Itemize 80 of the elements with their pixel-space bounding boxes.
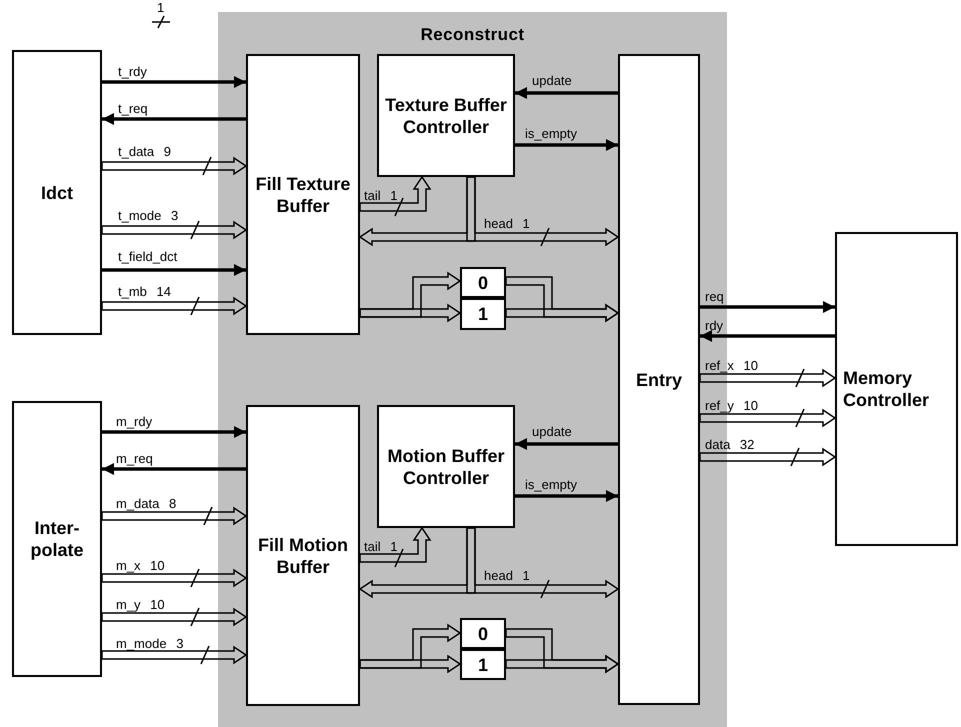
edge-label: t_rdy — [118, 64, 147, 79]
block-box — [246, 54, 360, 335]
edge-label: head 1 — [484, 568, 530, 583]
bus-arrow — [699, 408, 836, 428]
edge-label: ref_y 10 — [705, 398, 758, 413]
bus-width-label: 1 — [157, 0, 164, 15]
block-box — [12, 50, 102, 335]
block-box — [377, 405, 515, 528]
block-box — [835, 232, 958, 546]
block-box — [460, 618, 506, 649]
block-label: Fill Motion Buffer — [257, 534, 349, 578]
edge-label: is_empty — [525, 126, 578, 141]
signal-arrow — [102, 113, 246, 125]
edge-label: data 32 — [705, 437, 754, 452]
signal-arrow — [102, 426, 246, 438]
edge-label: update — [532, 424, 572, 439]
bus-arrow — [101, 156, 248, 176]
block-label: 0 — [478, 622, 488, 644]
signal-arrow — [515, 490, 618, 502]
bus-arrow — [359, 176, 432, 212]
edge-label: update — [532, 73, 572, 88]
bus-arrow — [466, 527, 620, 598]
block-label: Entry — [636, 368, 682, 390]
block-box — [246, 405, 360, 706]
block-label: 1 — [478, 654, 488, 676]
edge-label: m_x 10 — [116, 558, 165, 573]
block-label: 1 — [478, 303, 488, 325]
edge-label: t_data 9 — [118, 144, 171, 159]
edge-label: is_empty — [525, 477, 578, 492]
signal-arrow — [700, 301, 835, 313]
edge-label: rdy — [705, 318, 724, 333]
bus-arrow — [359, 304, 462, 322]
bus-arrow — [466, 176, 620, 246]
signal-arrow — [515, 438, 618, 450]
edge-label: m_rdy — [116, 414, 152, 429]
bus-arrow — [101, 568, 248, 588]
edge-label: ref_x 10 — [705, 358, 758, 373]
edge-label: m_mode 3 — [116, 636, 184, 651]
edge-label: t_mb 14 — [118, 284, 171, 299]
bus-arrow — [101, 506, 248, 526]
edge-label: m_y 10 — [116, 597, 165, 612]
signal-arrow — [700, 330, 835, 342]
edge-label: head 1 — [484, 216, 530, 231]
block-label: Motion Buffer Controller — [386, 444, 506, 488]
signal-arrow — [515, 87, 618, 99]
block-label: Texture Buffer Controller — [384, 94, 508, 138]
bus-arrow — [359, 526, 432, 563]
signal-arrow — [102, 76, 246, 88]
signal-arrow — [102, 264, 246, 276]
block-box — [460, 298, 506, 330]
bus-arrow — [505, 654, 620, 674]
edge-label: m_req — [116, 451, 153, 466]
block-box — [377, 54, 515, 177]
edge-label: tail 1 — [364, 539, 398, 554]
block-label: 0 — [478, 272, 488, 294]
edge-label: t_mode 3 — [118, 208, 178, 223]
block-box — [12, 401, 102, 677]
block-label: Idct — [40, 182, 73, 204]
signal-arrow — [102, 463, 246, 475]
signal-arrow — [515, 139, 618, 151]
bus-arrow — [101, 646, 248, 664]
edge-label: t_req — [118, 101, 148, 116]
edge-label: req — [705, 289, 724, 304]
edge-label: m_data 8 — [116, 496, 176, 511]
edge-label: t_field_dct — [118, 249, 178, 264]
block-box — [460, 267, 506, 298]
edge-label: tail 1 — [364, 188, 398, 203]
block-box — [460, 649, 506, 680]
block-label: Memory Controller — [843, 367, 930, 411]
region-title: Reconstruct — [420, 24, 524, 46]
bus-arrow — [699, 448, 836, 466]
bus-arrow — [505, 304, 620, 322]
block-box — [618, 54, 700, 705]
bus-arrow — [101, 220, 248, 240]
bus-arrow — [699, 368, 836, 388]
block-label: Fill Texture Buffer — [254, 172, 352, 216]
bus-arrow — [101, 296, 248, 316]
block-label: Inter- polate — [29, 517, 84, 561]
bus-arrow — [101, 608, 248, 626]
bus-arrow — [359, 654, 462, 674]
